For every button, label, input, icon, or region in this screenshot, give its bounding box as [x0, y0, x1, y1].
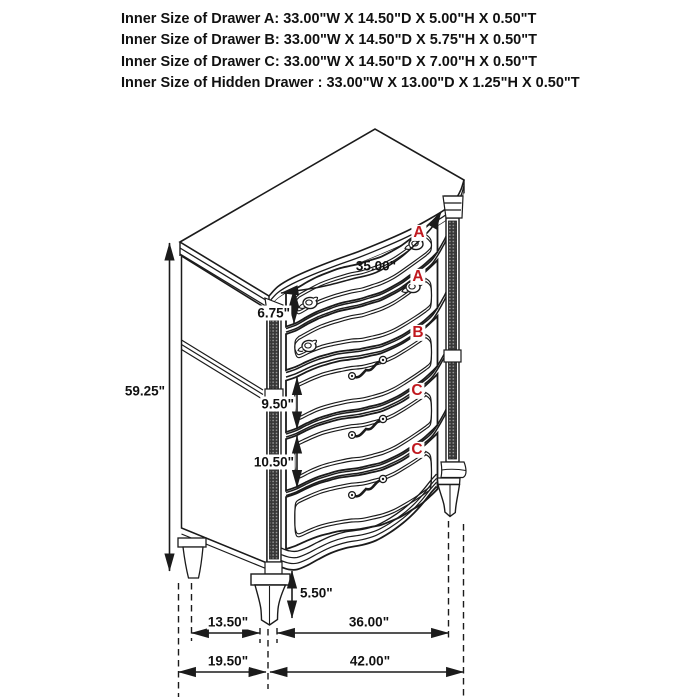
inner-size-drawer-b: Inner Size of Drawer B: 33.00"W X 14.50"…: [121, 32, 537, 49]
dim-leg-height: 5.50": [299, 585, 334, 601]
knob: [298, 296, 319, 310]
dim-overall-width: 42.00": [348, 653, 392, 669]
drawer-label-a2: A: [410, 267, 426, 286]
dim-leg-spacing-depth: 13.50": [206, 614, 250, 630]
drawer-label-b: B: [410, 323, 426, 342]
dim-overall-depth: 19.50": [206, 653, 250, 669]
dim-overall-height: 59.25": [123, 383, 166, 399]
dim-drawer-c-height: 10.50": [252, 454, 295, 470]
dim-drawer-a-height: 6.75": [256, 305, 291, 321]
knob: [297, 339, 318, 353]
drawer-label-c2: C: [409, 440, 425, 459]
left-pilaster: [266, 308, 282, 563]
inner-size-list: Inner Size of Drawer A: 33.00"W X 14.50"…: [121, 9, 580, 95]
inner-size-drawer-a: Inner Size of Drawer A: 33.00"W X 14.50"…: [121, 11, 537, 27]
right-pilaster: [445, 217, 460, 463]
dim-front-leg-spacing: 36.00": [347, 614, 391, 630]
drawer-label-a1: A: [411, 223, 427, 242]
bail-handle: [347, 355, 388, 381]
bail-handle: [347, 414, 388, 440]
inner-size-hidden-drawer: Inner Size of Hidden Drawer : 33.00"W X …: [121, 75, 580, 92]
drawer-rails: [285, 234, 448, 497]
dimension-lines: [164, 211, 465, 678]
drawer-label-c1: C: [409, 381, 425, 400]
drawer-c2: [285, 430, 439, 551]
dim-top-width: 35.00": [355, 258, 397, 274]
dim-drawer-b-height: 9.50": [260, 396, 295, 412]
side-panel: [180, 254, 268, 570]
legs: [177, 477, 461, 626]
inner-size-drawer-c: Inner Size of Drawer C: 33.00"W X 14.50"…: [121, 53, 537, 70]
extension-lines: [177, 521, 465, 697]
base-molding: [271, 473, 438, 571]
bail-handle: [347, 474, 388, 500]
